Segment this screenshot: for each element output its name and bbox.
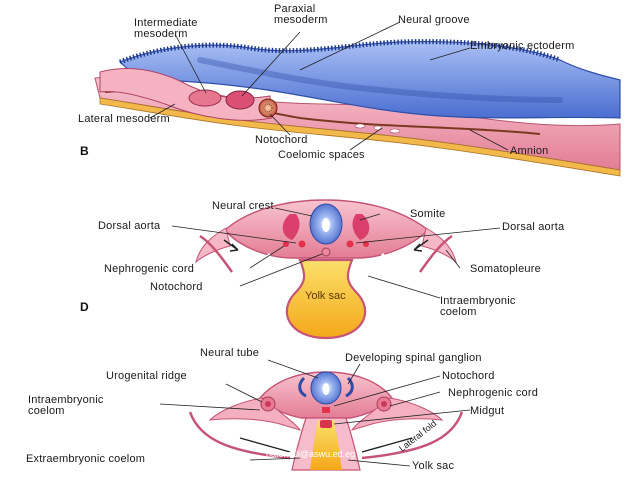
yolk-stalk-e: [310, 420, 342, 470]
lateral-plate-left: [195, 227, 231, 264]
embryonic-ectoderm-sheet: [118, 40, 621, 119]
label-amnion: Amnion: [510, 145, 549, 157]
label-urogenital-ridge: Urogenital ridge: [106, 370, 187, 382]
label-nephrogenic-cord-e: Nephrogenic cord: [448, 387, 539, 399]
label-neural-groove: Neural groove: [398, 14, 470, 26]
label-nephrogenic-cord-d: Nephrogenic cord: [104, 263, 195, 275]
label-developing-spinal-ganglion: Developing spinal ganglion: [345, 352, 482, 364]
intermediate-mesoderm-blob: [188, 89, 222, 107]
lateral-plate-right: [421, 227, 457, 264]
spinal-ganglion-right: [345, 376, 354, 398]
label-neural-crest: Neural crest: [212, 200, 274, 212]
fold-arrow-left: [223, 239, 239, 252]
fold-arrow-right: [413, 239, 429, 252]
notochord-d: [321, 247, 331, 257]
somite-right: [352, 214, 370, 240]
dorsal-aorta-left: [298, 240, 306, 248]
diagram-d: [171, 199, 501, 340]
body-wall-right: [350, 397, 444, 431]
label-neural-tube: Neural tube: [200, 347, 260, 359]
dorsal-aorta-e: [322, 407, 330, 413]
label-dorsal-aorta-left: Dorsal aorta: [98, 220, 161, 232]
label-yolk-sac-e: Yolk sac: [412, 460, 455, 472]
somatopleure-left: [199, 234, 234, 273]
label-yolk-sac-d: Yolk sac: [305, 290, 346, 302]
fold-arrow-e-left: [239, 437, 291, 453]
neural-canal-d: [322, 218, 330, 232]
coelom-right: [373, 252, 389, 282]
coelom-left: [263, 252, 279, 282]
endoderm-strip: [99, 97, 621, 177]
extraembryonic-wall-right: [361, 411, 464, 460]
midgut-e: [320, 420, 332, 428]
body-wall-left: [208, 397, 302, 431]
neural-canal-e: [322, 383, 330, 395]
nephrogenic-cord-left: [283, 241, 289, 247]
urogenital-ridge-right-core: [381, 401, 387, 407]
diagram-e: Lateral fold: [159, 359, 471, 471]
dorsal-aorta-right: [346, 240, 354, 248]
label-coelomic-spaces: Coelomic spaces: [278, 149, 365, 161]
somatopleure-right: [418, 234, 453, 273]
label-somatopleure: Somatopleure: [470, 263, 541, 275]
label-notochord-e: Notochord: [442, 370, 495, 382]
label-intraembryonic-coelom-d: Intraembryonic coelom: [440, 295, 516, 318]
urogenital-ridge-left-core: [265, 401, 271, 407]
leader-lines-b: [149, 21, 509, 151]
notochord-b-inner: [263, 103, 273, 113]
label-embryonic-ectoderm: Embryonic ectoderm: [470, 40, 575, 52]
paraxial-mesoderm-blob: [225, 90, 255, 110]
label-notochord-b: Notochord: [255, 134, 308, 146]
label-midgut: Midgut: [470, 405, 505, 417]
watermark: hatemali@aswu.ed.eg: [266, 449, 356, 459]
label-somite: Somite: [410, 208, 446, 220]
label-lateral-mesoderm: Lateral mesoderm: [78, 113, 170, 125]
label-extraembryonic-coelom: Extraembryonic coelom: [26, 453, 146, 465]
yolk-sac-d: [285, 258, 367, 340]
cross-section-face: [99, 67, 273, 121]
label-intermediate-mesoderm: Intermediate mesoderm: [134, 17, 198, 40]
label-paraxial-mesoderm: Paraxial mesoderm: [274, 3, 328, 26]
panel-label-b: B: [80, 144, 89, 158]
neural-groove-shade: [197, 57, 563, 103]
extraembryonic-wall-left: [188, 411, 291, 460]
spinal-ganglion-left: [298, 376, 307, 398]
leader-lines-d: [171, 207, 501, 299]
fold-arrow-e-right: [361, 437, 413, 453]
label-intraembryonic-coelom-e: Intraembryonic coelom: [28, 394, 104, 417]
notochord-b: [258, 98, 278, 118]
somite-left: [282, 214, 300, 240]
label-notochord-d: Notochord: [150, 281, 203, 293]
panel-label-d: D: [80, 300, 89, 314]
leader-lines-e: [159, 359, 471, 467]
ectoderm-cells: [119, 39, 561, 65]
label-dorsal-aorta-right: Dorsal aorta: [502, 221, 565, 233]
diagram-b: [94, 21, 621, 177]
